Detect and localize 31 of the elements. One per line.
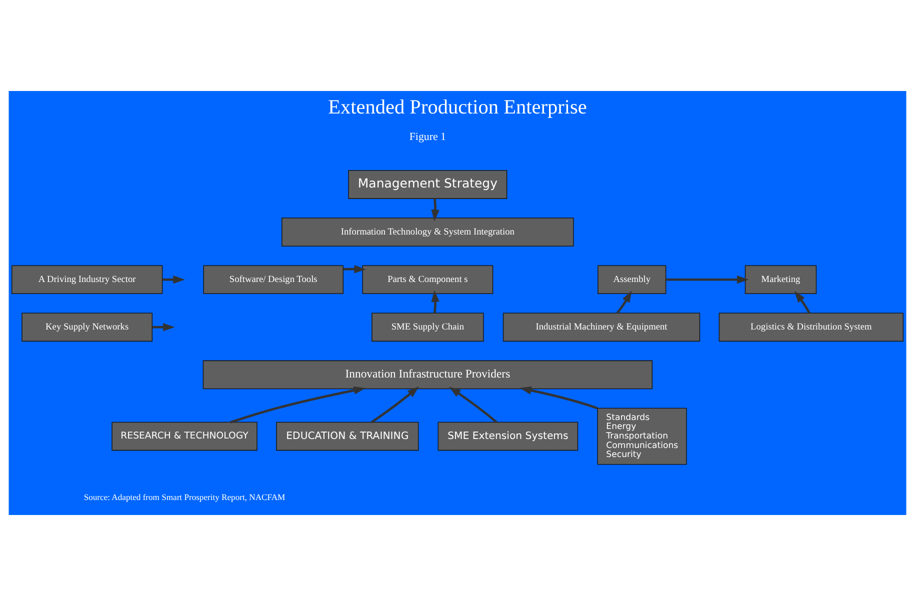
node-box: SME Supply Chain	[372, 312, 484, 342]
arrow	[616, 290, 632, 314]
diagram-title: Extended Production Enterprise	[328, 96, 587, 118]
node-box: SME Extension Systems	[438, 422, 578, 451]
node-box: Parts & Component s	[362, 265, 494, 294]
arrow	[162, 276, 185, 284]
node-box: Software/ Design Tools	[203, 265, 344, 294]
arrow	[431, 198, 440, 222]
arrow	[666, 276, 749, 284]
node-box: Key Supply Networks	[22, 312, 153, 342]
node-box: Assembly	[598, 265, 666, 294]
node-box: Standards Energy Transportation Communications Security	[597, 408, 687, 465]
arrow	[520, 386, 598, 410]
arrow	[449, 386, 498, 424]
arrow	[230, 386, 366, 424]
node-box: A Driving Industry Sector	[11, 265, 163, 294]
node-box: Management Strategy	[348, 170, 508, 199]
node-box: RESEARCH & TECHNOLOGY	[112, 422, 258, 451]
arrow	[370, 386, 420, 424]
arrow	[431, 290, 440, 314]
arrow	[343, 265, 366, 274]
node-box: Logistics & Distribution System	[718, 312, 904, 342]
caption: Source: Adapted from Smart Prosperity Report, NACFAM	[84, 492, 286, 502]
label: Figure 1	[409, 130, 446, 143]
node-box: Marketing	[744, 265, 817, 294]
node-box: Innovation Infrastructure Providers	[202, 360, 653, 390]
arrow	[152, 323, 175, 332]
node-box: Industrial Machinery & Equipment	[502, 312, 700, 342]
node-box: Information Technology & System Integration	[282, 218, 574, 246]
node-box: EDUCATION & TRAINING	[276, 422, 419, 451]
arrow	[794, 290, 810, 314]
